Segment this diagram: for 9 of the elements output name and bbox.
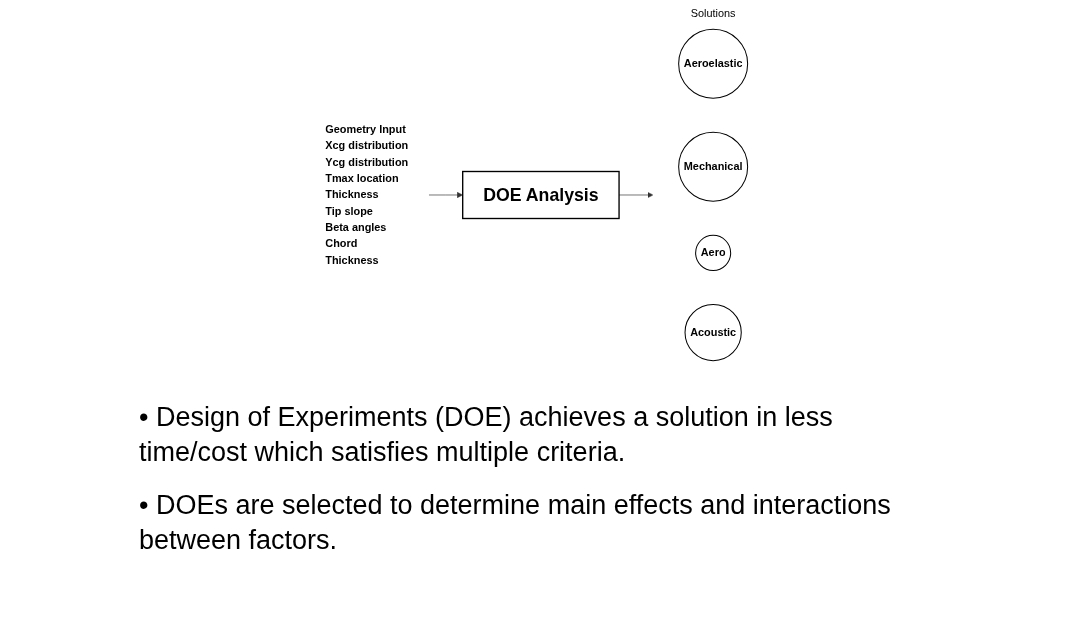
node-text: Solutions	[690, 7, 736, 20]
node-text: Geometry Input Xcg distribution Ycg distribution Tmax location Thickness Tip slope Beta angles Chord Thickness	[325, 123, 409, 266]
bullet-note: • Design of Experiments (DOE) achieves a solution in less time/cost which satisfies multiple criteria.	[139, 401, 834, 470]
node-circle: Aero	[695, 234, 732, 271]
node-box: DOE Analysis	[462, 170, 620, 220]
node-circle: Aeroelastic	[678, 28, 749, 99]
node-circle: Mechanical	[678, 131, 749, 202]
node-circle: Acoustic	[684, 303, 742, 362]
bullet-note: • DOEs are selected to determine main effects and interactions between factors.	[139, 489, 892, 558]
